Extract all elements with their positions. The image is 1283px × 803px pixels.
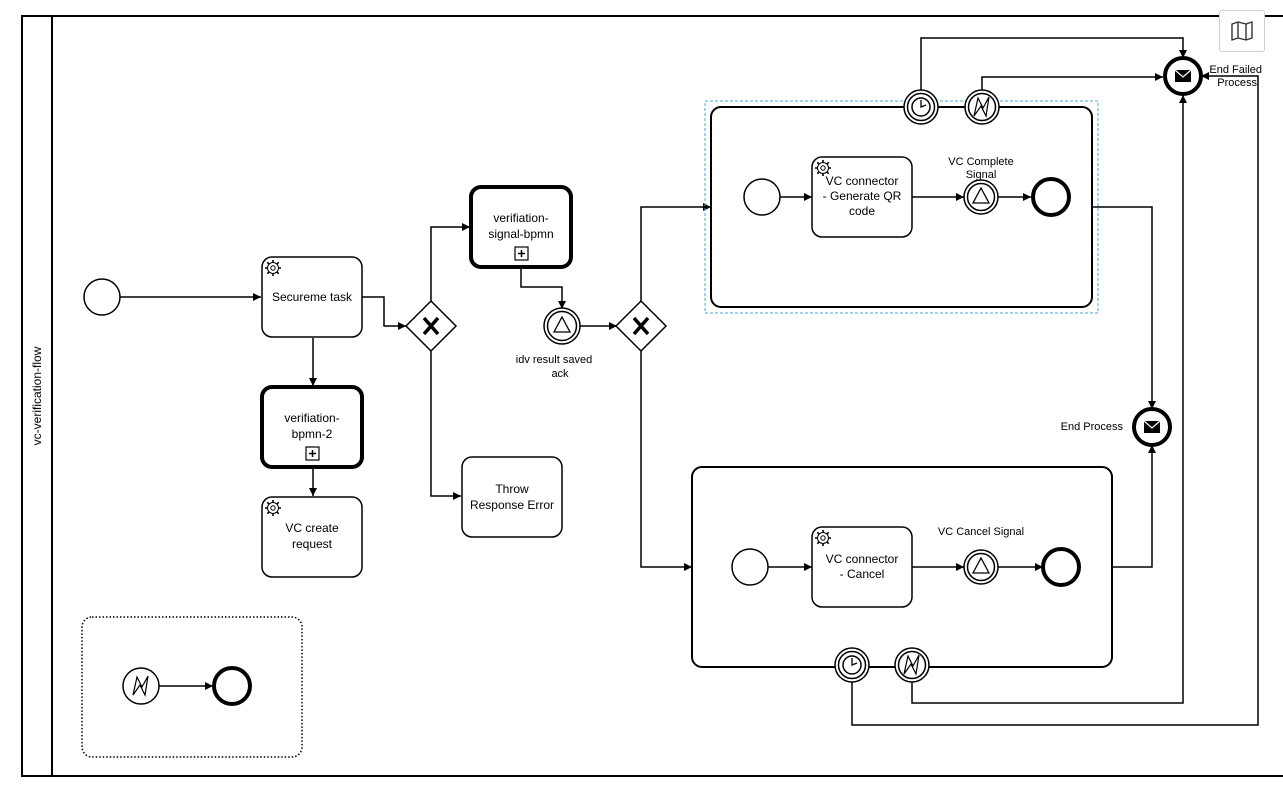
pool-name: vc-verification-flow xyxy=(30,346,44,445)
error-icon xyxy=(973,96,990,118)
error-start-event[interactable] xyxy=(122,667,160,705)
exclusive-gateway-2[interactable] xyxy=(614,299,668,353)
event-subprocess-end-event[interactable] xyxy=(212,666,252,706)
minimap-toggle-button[interactable] xyxy=(1219,10,1265,52)
flow-timer1-to-endfailed xyxy=(920,37,1187,90)
task-throw-response-error[interactable]: Throw Response Error xyxy=(461,456,563,538)
error-icon xyxy=(903,654,920,676)
start-event[interactable] xyxy=(83,278,121,316)
envelope-icon xyxy=(1174,69,1192,82)
call-activity-bpmn2[interactable]: verifiation- bpmn-2 xyxy=(260,385,364,469)
sub1-start-event[interactable] xyxy=(743,178,781,216)
end-event-failed[interactable]: End Failed Process xyxy=(1163,56,1262,96)
flow-error1-to-endfailed xyxy=(981,73,1163,90)
subprocess-generate-qr[interactable]: VC connector - Generate QR code VC Compl… xyxy=(710,106,1093,308)
task-vc-create-line1: VC create xyxy=(285,521,339,535)
flow-sub2-to-endprocess xyxy=(1112,445,1156,568)
sequence-flows xyxy=(120,37,1259,726)
flow-error2-to-endfailed xyxy=(911,95,1187,704)
gateway-x-icon xyxy=(632,316,650,336)
gateway-x-icon xyxy=(422,316,440,336)
call-activity-signal-label-line1: verifiation- xyxy=(493,211,548,225)
call-activity-signal-label-line2: signal-bpmn xyxy=(488,227,553,241)
intermediate-signal-vc-cancel[interactable]: VC Cancel Signal xyxy=(938,526,1024,585)
end-event-process[interactable]: End Process xyxy=(1061,407,1172,447)
signal-triangle-icon xyxy=(971,556,991,574)
intermediate-signal-idv-ack[interactable]: idv result saved ack xyxy=(516,307,592,380)
flow-signal-to-idvack xyxy=(520,267,566,309)
map-icon xyxy=(1231,21,1253,41)
task-cancel-line2: - Cancel xyxy=(840,567,885,581)
flow-gateway1-to-signal xyxy=(430,223,470,302)
flow-sub1-to-endprocess xyxy=(1091,206,1156,409)
sub2-start-event[interactable] xyxy=(731,548,769,586)
vc-cancel-label: VC Cancel Signal xyxy=(938,526,1024,538)
boundary-error-1[interactable] xyxy=(964,89,1000,125)
error-icon xyxy=(132,675,149,697)
sub1-end-event[interactable] xyxy=(1031,177,1071,217)
expand-marker-icon xyxy=(514,246,529,261)
vc-complete-label-line2: Signal xyxy=(966,169,997,181)
end-failed-label-line1: End Failed xyxy=(1209,64,1262,76)
boundary-timer-2[interactable] xyxy=(834,647,870,683)
idv-ack-label-line2: ack xyxy=(551,368,569,380)
subprocess-cancel[interactable]: VC connector - Cancel VC Cancel Signal xyxy=(691,466,1113,668)
clock-icon xyxy=(911,97,931,117)
event-subprocess[interactable] xyxy=(81,616,303,758)
selection-outline xyxy=(704,100,1099,314)
sub2-end-event[interactable] xyxy=(1041,547,1081,587)
call-activity-bpmn2-label-line2: bpmn-2 xyxy=(292,427,333,441)
call-activity-bpmn2-label-line1: verifiation- xyxy=(284,411,339,425)
end-process-label: End Process xyxy=(1061,421,1124,433)
task-throw-line1: Throw xyxy=(495,482,529,496)
task-generate-qr[interactable]: VC connector - Generate QR code xyxy=(811,156,913,238)
vc-complete-label-line1: VC Complete xyxy=(948,156,1013,168)
intermediate-signal-vc-complete[interactable]: VC Complete Signal xyxy=(948,156,1014,215)
expand-marker-icon xyxy=(305,446,320,461)
signal-triangle-icon xyxy=(971,186,991,204)
task-secureme-label: Secureme task xyxy=(272,290,353,304)
task-secureme[interactable]: Secureme task xyxy=(261,256,363,338)
task-vc-create-line2: request xyxy=(292,537,333,551)
task-vc-create-request[interactable]: VC create request xyxy=(261,496,363,578)
exclusive-gateway-1[interactable] xyxy=(404,299,458,353)
task-qr-line2: - Generate QR xyxy=(823,189,902,203)
pool: vc-verification-flow xyxy=(21,15,1283,777)
envelope-icon xyxy=(1143,420,1161,433)
call-activity-signal[interactable]: verifiation- signal-bpmn xyxy=(469,185,573,269)
boundary-timer-1[interactable] xyxy=(903,89,939,125)
flow-secureme-to-gateway1 xyxy=(362,296,406,330)
signal-triangle-icon xyxy=(552,315,572,333)
flow-timer2-to-endfailed xyxy=(851,72,1259,726)
flow-gateway2-to-sub2 xyxy=(640,350,692,571)
task-qr-line3: code xyxy=(849,204,875,218)
flow-gateway2-to-sub1 xyxy=(640,203,711,302)
idv-ack-label-line1: idv result saved xyxy=(516,354,592,366)
task-qr-line1: VC connector xyxy=(826,174,899,188)
task-throw-line2: Response Error xyxy=(470,498,554,512)
task-cancel-line1: VC connector xyxy=(826,552,899,566)
task-cancel[interactable]: VC connector - Cancel xyxy=(811,526,913,608)
boundary-error-2[interactable] xyxy=(894,647,930,683)
clock-icon xyxy=(842,655,862,675)
end-failed-label-line2: Process xyxy=(1217,77,1257,89)
flow-gateway1-to-throw xyxy=(430,350,461,500)
